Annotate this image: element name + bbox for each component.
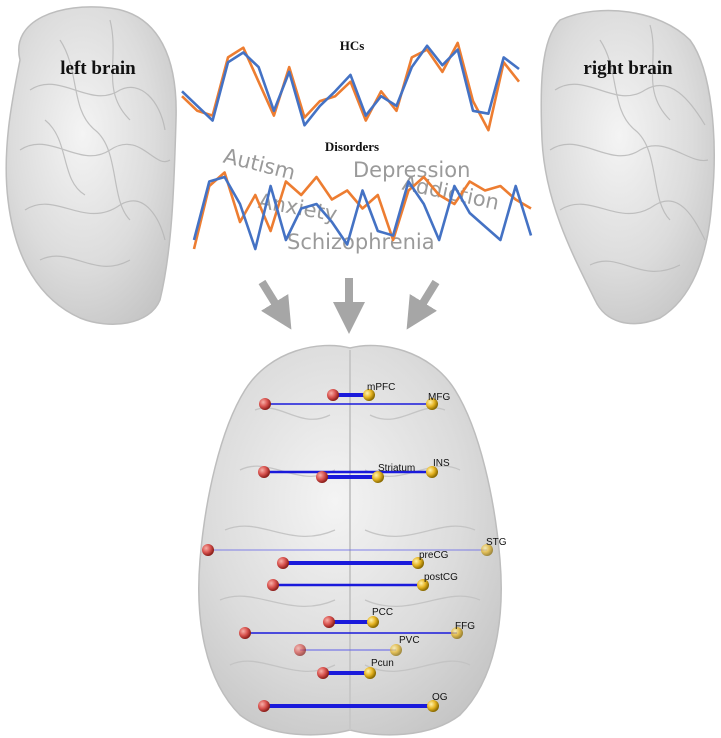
node-right-precg <box>412 557 424 569</box>
node-right-og <box>427 700 439 712</box>
arrow-right <box>406 279 440 330</box>
disorders-signal-plot <box>192 171 533 251</box>
word-schizophrenia: Schizophrenia <box>287 230 435 254</box>
label-stg: STG <box>486 537 507 548</box>
arrow-left <box>258 279 292 330</box>
node-right-pcun <box>364 667 376 679</box>
node-left-mfg <box>259 398 271 410</box>
disorders-blue-line <box>192 175 533 251</box>
label-pcun: Pcun <box>371 658 394 669</box>
node-right-mpfc <box>363 389 375 401</box>
right-nodes <box>363 389 493 712</box>
disorders-label: Disorders <box>325 139 379 154</box>
connections <box>208 393 487 708</box>
right-brain-label: right brain <box>583 58 673 79</box>
hcs-signal-plot <box>181 41 521 132</box>
word-depression: Depression <box>353 158 470 182</box>
node-right-postcg <box>417 579 429 591</box>
node-right-mfg <box>426 398 438 410</box>
node-right-striatum <box>372 471 384 483</box>
left-brain-image <box>5 6 177 325</box>
node-left-postcg <box>267 579 279 591</box>
label-og: OG <box>432 692 448 703</box>
node-right-ins <box>426 466 438 478</box>
label-mfg: MFG <box>428 392 450 403</box>
label-ins: INS <box>433 458 450 469</box>
hcs-orange-line <box>181 41 521 132</box>
node-right-pvc <box>390 644 402 656</box>
node-left-precg <box>277 557 289 569</box>
node-left-pvc <box>294 644 306 656</box>
node-left-ins <box>258 466 270 478</box>
label-precg: preCG <box>419 550 449 561</box>
hcs-blue-line <box>181 44 520 127</box>
node-left-pcc <box>323 616 335 628</box>
arrows <box>258 278 440 334</box>
node-right-stg <box>481 544 493 556</box>
left-brain-label: left brain <box>60 58 136 79</box>
word-autism: Autism <box>221 144 298 185</box>
label-mpfc: mPFC <box>367 382 395 393</box>
region-labels: mPFC MFG Striatum INS STG preCG postCG P… <box>367 382 507 703</box>
disorders-orange-line <box>192 171 532 250</box>
node-left-pcun <box>317 667 329 679</box>
node-left-og <box>258 700 270 712</box>
node-left-striatum <box>316 471 328 483</box>
right-brain-image <box>540 9 715 325</box>
label-striatum: Striatum <box>378 463 415 474</box>
node-right-pcc <box>367 616 379 628</box>
node-left-ffg <box>239 627 251 639</box>
label-ffg: FFG <box>455 621 475 632</box>
left-nodes <box>202 389 339 712</box>
node-left-stg <box>202 544 214 556</box>
label-postcg: postCG <box>424 572 458 583</box>
label-pcc: PCC <box>372 607 393 618</box>
hcs-label: HCs <box>340 38 365 53</box>
node-right-ffg <box>451 627 463 639</box>
label-pvc: PVC <box>399 635 420 646</box>
node-left-mpfc <box>327 389 339 401</box>
